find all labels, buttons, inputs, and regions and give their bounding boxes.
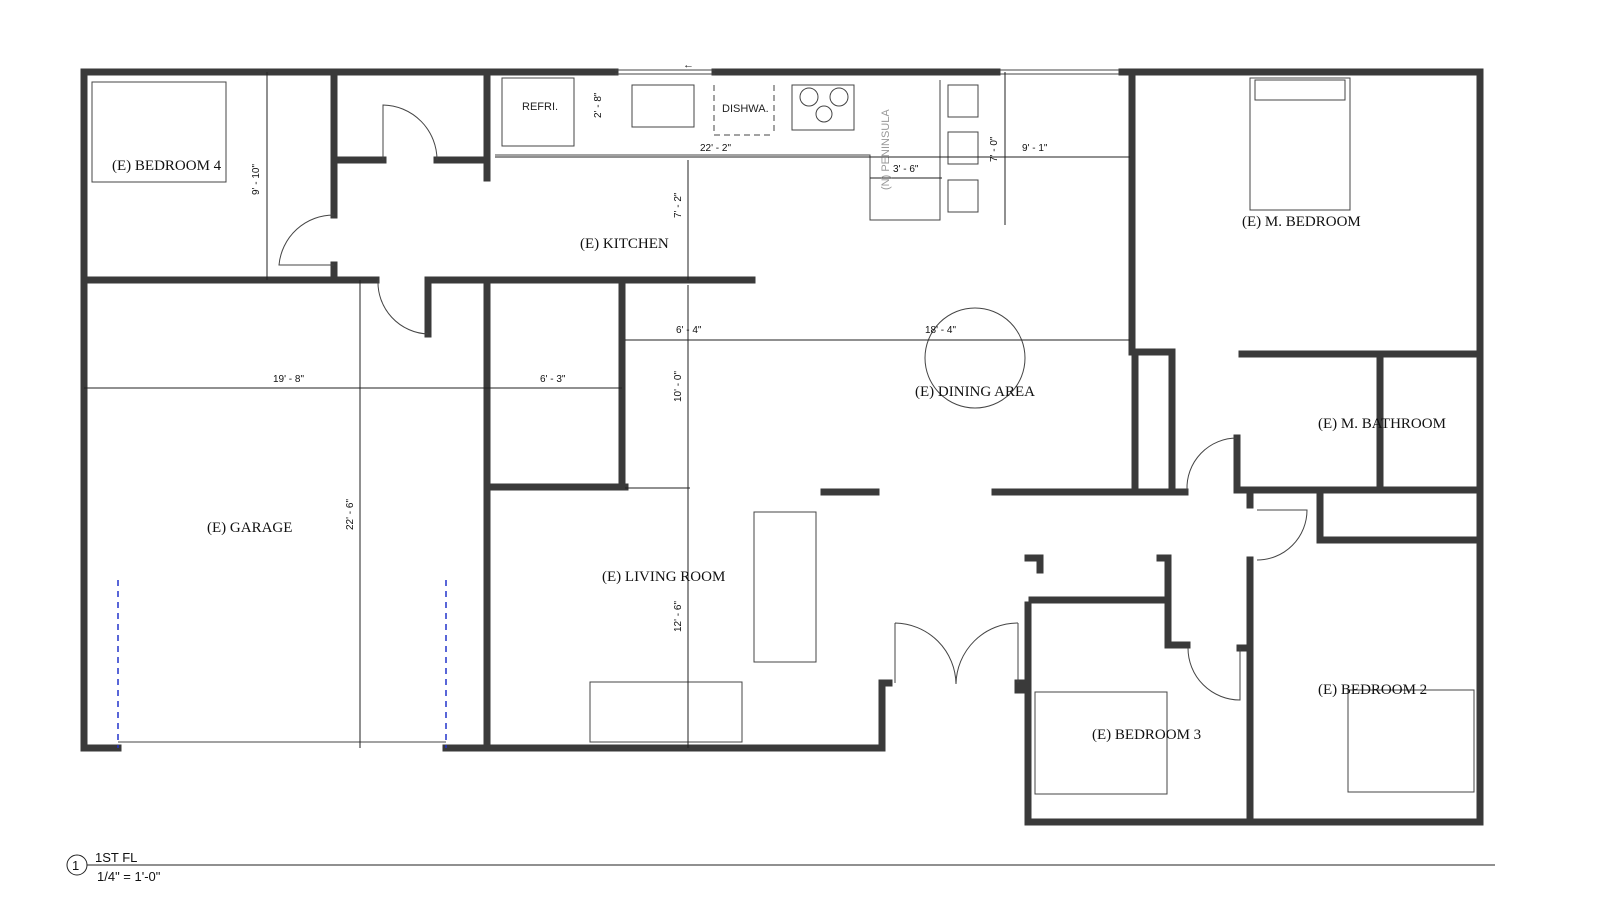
sofa-2 xyxy=(589,681,743,743)
view-number: 1 xyxy=(72,858,79,873)
bed-bedroom2 xyxy=(1347,689,1475,793)
refrigerator xyxy=(501,77,575,147)
view-title: 1ST FL xyxy=(95,850,137,865)
dishwasher-label: DISHWA. xyxy=(722,103,769,115)
sofa xyxy=(753,511,817,663)
dim-peninsula-width: 3' - 6" xyxy=(893,164,919,175)
room-label-bedroom4: (E) BEDROOM 4 xyxy=(112,158,222,174)
room-label-dining: (E) DINING AREA xyxy=(915,384,1035,400)
room-label-master-bath: (E) M. BATHROOM xyxy=(1318,416,1446,432)
dim-living-depth: 12' - 6" xyxy=(673,601,684,632)
bed-bedroom4 xyxy=(91,81,227,183)
room-label-master-bedroom: (E) M. BEDROOM xyxy=(1242,214,1361,230)
dim-bedroom4-depth: 9' - 10" xyxy=(251,164,262,195)
doors xyxy=(117,69,1308,748)
room-label-living: (E) LIVING ROOM xyxy=(602,569,725,585)
peninsula-label: (N) PENINSULA xyxy=(880,109,892,190)
dim-peninsula-length: 7' - 0" xyxy=(989,136,1000,162)
room-label-garage: (E) GARAGE xyxy=(207,520,292,536)
slider-arrow: ← xyxy=(683,59,694,71)
dim-kitchen-depth: 7' - 2" xyxy=(673,192,684,218)
dim-garage-width: 19' - 8" xyxy=(273,374,304,385)
dim-kitchen-right: 9' - 1" xyxy=(1022,143,1048,154)
bed-master xyxy=(1249,77,1351,211)
dim-counter-depth: 2' - 8" xyxy=(593,92,604,118)
furniture xyxy=(91,77,1475,795)
dim-dining-width: 18' - 4" xyxy=(925,325,956,336)
dim-hall-width: 6' - 4" xyxy=(676,325,702,336)
sink xyxy=(631,84,695,128)
room-label-bedroom2: (E) BEDROOM 2 xyxy=(1318,682,1427,698)
walls xyxy=(80,68,1484,826)
dim-kitchen-length: 22' - 2" xyxy=(700,143,731,154)
dimension-lines xyxy=(84,72,1130,748)
view-scale: 1/4" = 1'-0" xyxy=(97,869,161,884)
dining-table xyxy=(924,307,1026,409)
dim-closet-width: 6' - 3" xyxy=(540,374,566,385)
title-block: 1 1ST FL 1/4" = 1'-0" xyxy=(66,850,1495,884)
dim-garage-depth: 22' - 6" xyxy=(345,499,356,530)
dim-dining-depth: 10' - 0" xyxy=(673,371,684,402)
cooktop xyxy=(791,84,855,131)
bed-bedroom3 xyxy=(1034,691,1168,795)
room-label-bedroom3: (E) BEDROOM 3 xyxy=(1092,727,1201,743)
refrigerator-label: REFRI. xyxy=(522,101,558,113)
room-label-kitchen: (E) KITCHEN xyxy=(580,236,669,252)
